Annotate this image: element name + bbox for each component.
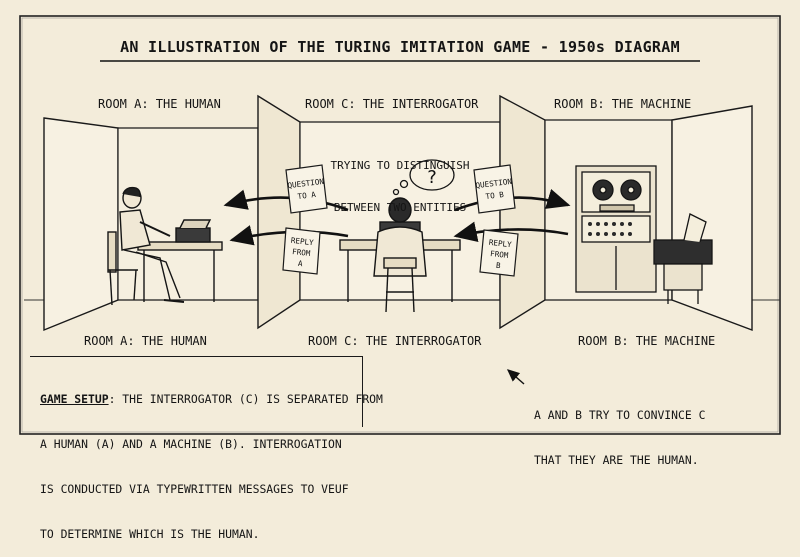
paper-question-b: [473, 164, 516, 214]
game-setup-line1: : THE INTERROGATOR (C) IS SEPARATED FROM: [108, 392, 383, 406]
center-note-line1: TRYING TO DISTINGUISH: [330, 159, 470, 172]
paper-reply-a-line3: A: [298, 259, 304, 268]
room-a-walls: [43, 94, 301, 332]
center-note: TRYING TO DISTINGUISH BETWEEN TWO ENTITI…: [320, 131, 480, 229]
paper-question-a: [285, 164, 328, 214]
thought-bubble-question-mark: ?: [427, 167, 437, 188]
paper-reply-b-line1: REPLY: [488, 238, 512, 249]
game-setup-text: GAME SETUP: THE INTERROGATOR (C) IS SEPA…: [40, 362, 383, 557]
paper-reply-b: [479, 229, 519, 277]
diagram-title: AN ILLUSTRATION OF THE TURING IMITATION …: [120, 38, 680, 56]
diagram-illustration: QUESTION TO A REPLY FROM A QUESTION TO B…: [19, 15, 781, 435]
paper-question-b-line1: QUESTION: [475, 177, 513, 190]
room-b-top-label: ROOM B: THE MACHINE: [554, 97, 692, 111]
outer-border: [19, 15, 781, 435]
paper-reply-a: [282, 227, 321, 275]
convince-note: A AND B TRY TO CONVINCE C THAT THEY ARE …: [534, 378, 705, 483]
room-a-bottom-label: ROOM A: THE HUMAN: [84, 334, 207, 348]
question-a-arrow: [223, 189, 349, 212]
reply-b-arrow: [453, 221, 569, 242]
diagram-canvas: QUESTION TO A REPLY FROM A QUESTION TO B…: [19, 15, 781, 435]
room-c-top-label: ROOM C: THE INTERROGATOR: [305, 97, 479, 111]
room-a-top-label: ROOM A: THE HUMAN: [98, 97, 221, 111]
room-c-bottom-label: ROOM C: THE INTERROGATOR: [308, 334, 482, 348]
paper-reply-b-line2: FROM: [490, 249, 510, 260]
paper-reply-a-line2: FROM: [292, 247, 312, 258]
paper-question-a-line2: TO A: [297, 190, 317, 201]
interrogator-figure: [339, 197, 461, 313]
human-figure: [107, 186, 223, 306]
note-pointer-arrow: [506, 369, 525, 385]
game-setup-heading: GAME SETUP: [40, 392, 109, 406]
paper-reply-a-line1: REPLY: [290, 236, 314, 247]
thought-bubble: [392, 159, 455, 196]
game-setup-box: [30, 356, 363, 427]
machine-figure: [575, 165, 713, 304]
paper-reply-b-line3: B: [496, 261, 502, 270]
convince-note-line1: A AND B TRY TO CONVINCE C: [534, 408, 706, 422]
convince-note-line2: THAT THEY ARE THE HUMAN.: [534, 453, 699, 467]
room-b-bottom-label: ROOM B: THE MACHINE: [578, 334, 716, 348]
paper-question-a-line1: QUESTION: [287, 177, 325, 190]
game-setup-line4: TO DETERMINE WHICH IS THE HUMAN.: [40, 527, 260, 541]
center-note-line2: BETWEEN TWO ENTITIES: [333, 201, 467, 214]
game-setup-line2: A HUMAN (A) AND A MACHINE (B). INTERROGA…: [40, 437, 342, 451]
paper-question-b-line2: TO B: [485, 190, 505, 201]
game-setup-line3: IS CONDUCTED VIA TYPEWRITTEN MESSAGES TO…: [40, 482, 349, 496]
